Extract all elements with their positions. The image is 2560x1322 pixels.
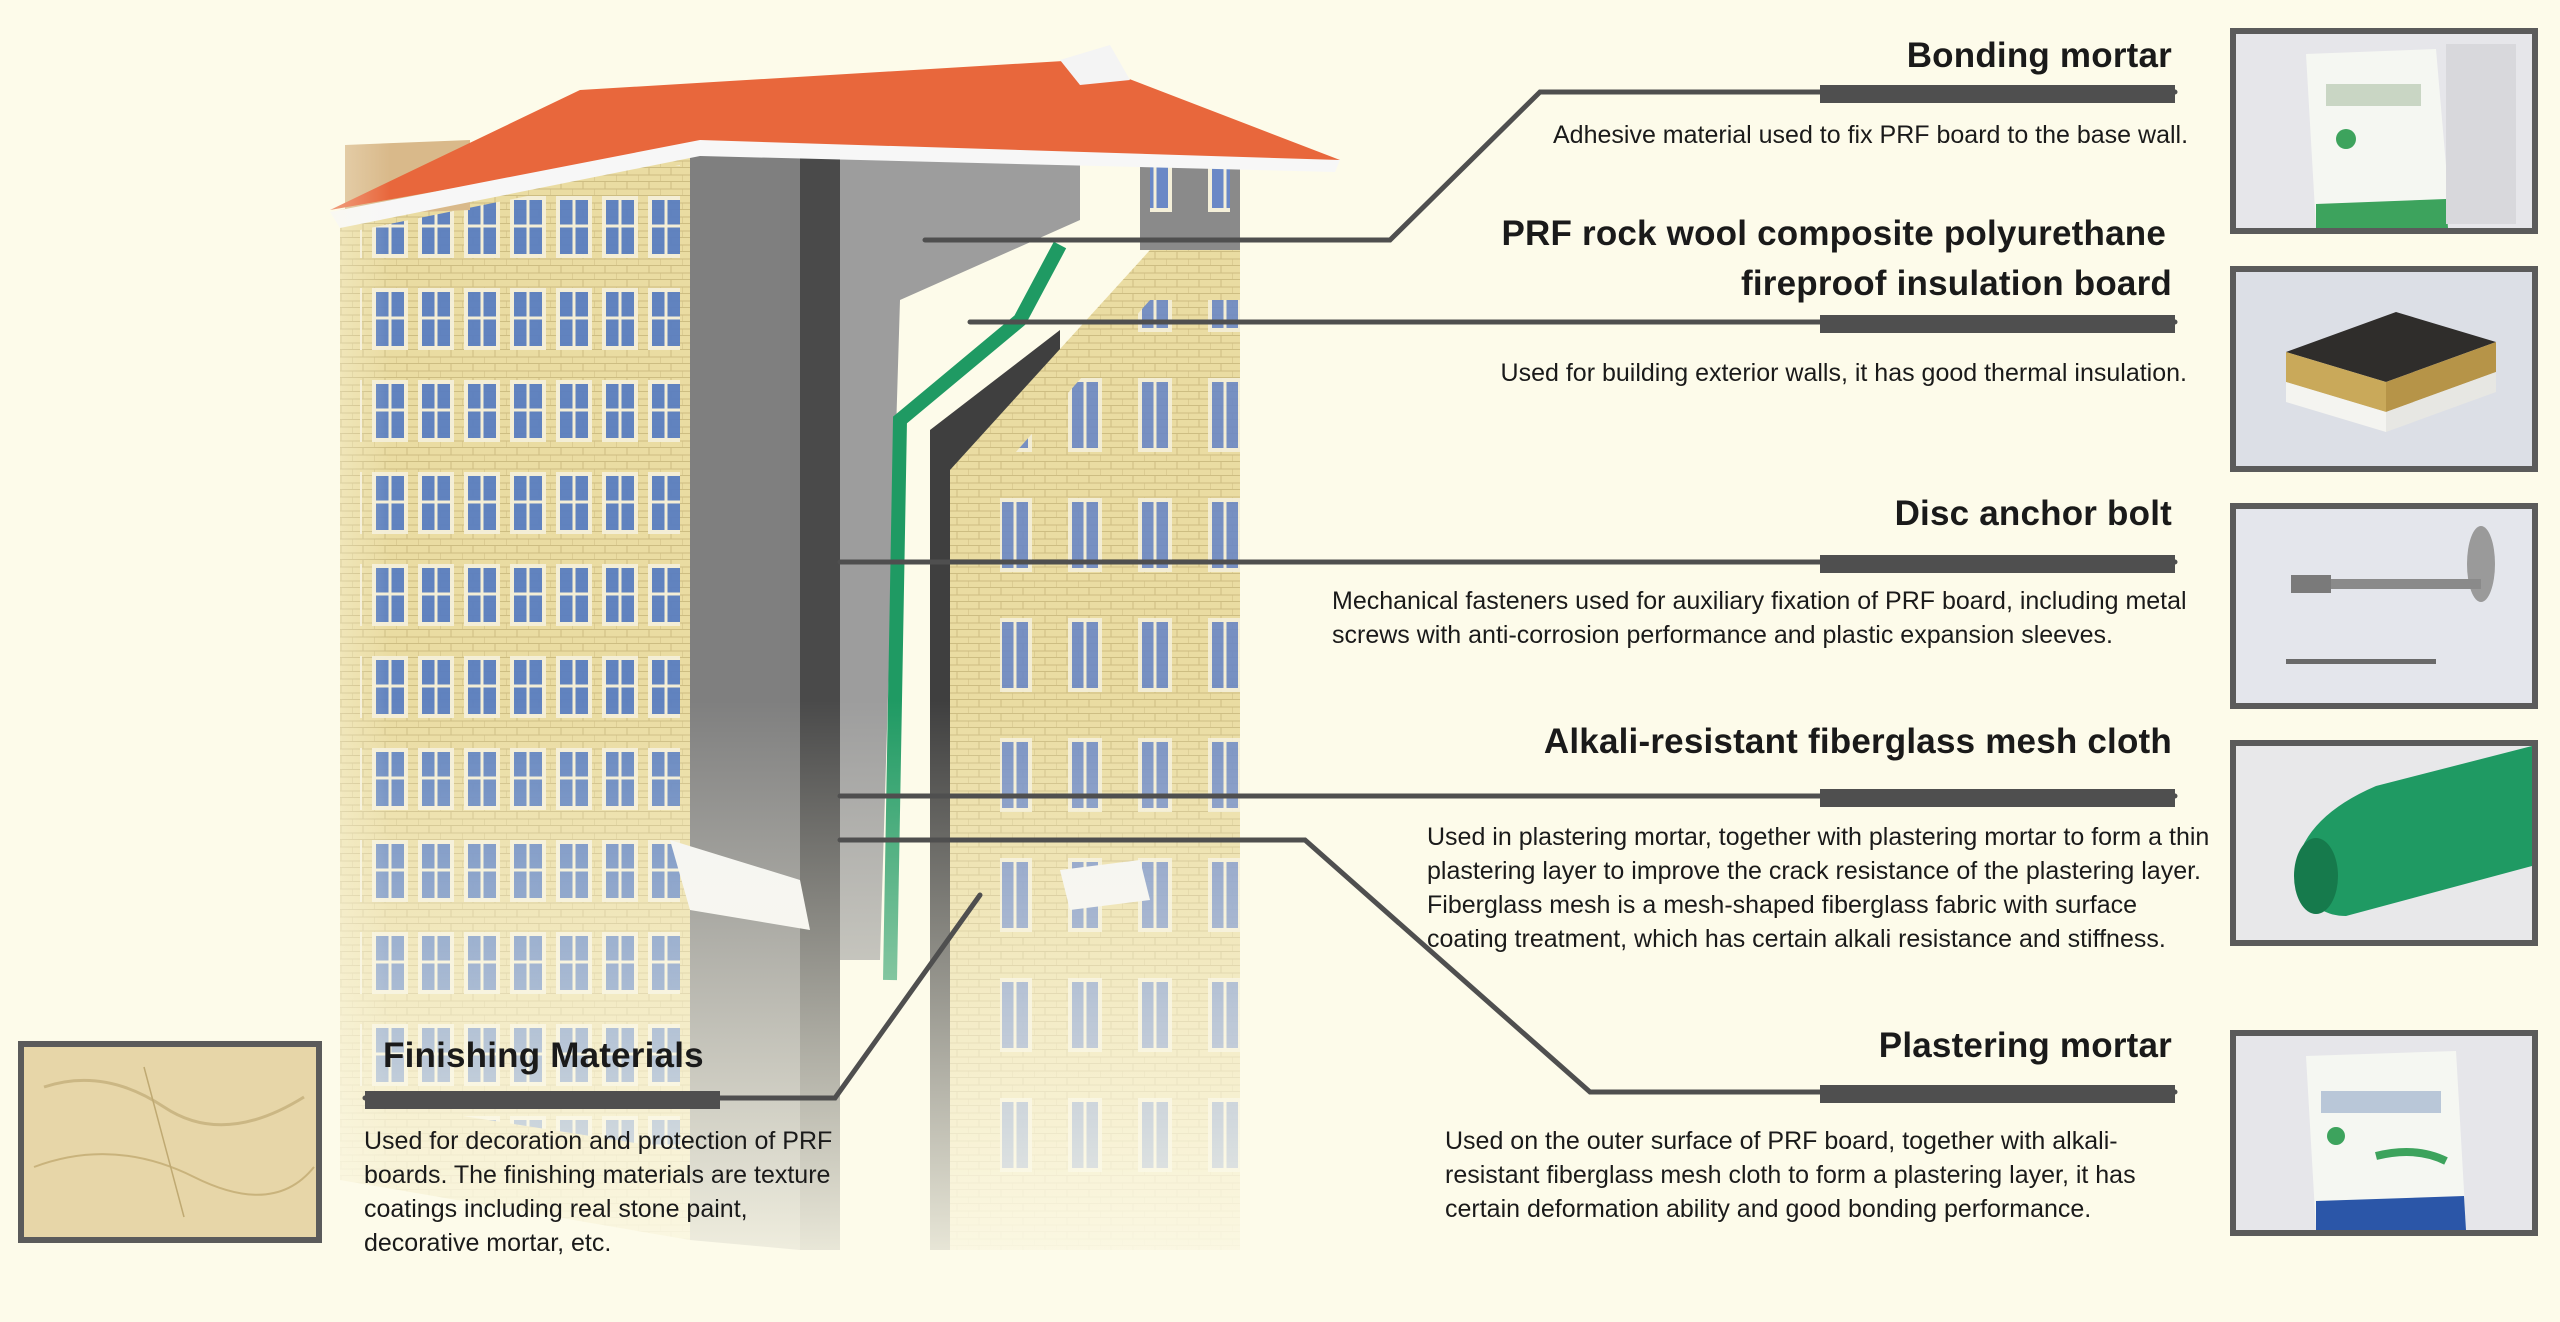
insulation-board-icon — [2236, 272, 2532, 466]
plastering-mortar-title: Plastering mortar — [1878, 1026, 2172, 1065]
fiberglass-mesh-description: Used in plastering mortar, together with… — [1427, 823, 2210, 953]
roof — [330, 60, 1340, 210]
finishing-materials-thumbnail — [18, 1041, 322, 1243]
stone-texture-icon — [24, 1047, 316, 1237]
bonding-mortar-title: Bonding mortar — [1906, 36, 2172, 75]
insulation-board-title-line2: fireproof insulation board — [1740, 264, 2172, 303]
insulation-board-description: Used for building exterior walls, it has… — [1500, 359, 2187, 387]
leader-line-bars — [365, 85, 2175, 1109]
anchor-bolt-thumbnail — [2230, 503, 2538, 709]
anchor-bolt-title: Disc anchor bolt — [1894, 494, 2172, 533]
fiberglass-mesh-title: Alkali-resistant fiberglass mesh cloth — [1543, 722, 2172, 761]
anchor-bolt-description: Mechanical fasteners used for auxiliary … — [1332, 587, 2187, 649]
insulation-board-thumbnail — [2230, 266, 2538, 472]
fiberglass-mesh-thumbnail — [2230, 740, 2538, 946]
insulation-board-title-line1: PRF rock wool composite polyurethane — [1501, 214, 2166, 253]
mortar-bag-icon — [2236, 34, 2532, 228]
finishing-materials-description: Used for decoration and protection of PR… — [364, 1127, 833, 1257]
plastering-mortar-description: Used on the outer surface of PRF board, … — [1445, 1127, 2136, 1223]
mortar-bag-icon — [2236, 1036, 2532, 1230]
bonding-mortar-thumbnail — [2230, 28, 2538, 234]
finishing-materials-title: Finishing Materials — [383, 1036, 704, 1075]
anchor-bolt-icon — [2236, 509, 2532, 703]
mesh-roll-icon — [2236, 746, 2532, 940]
bonding-mortar-description: Adhesive material used to fix PRF board … — [1553, 121, 2189, 149]
plastering-mortar-thumbnail — [2230, 1030, 2538, 1236]
